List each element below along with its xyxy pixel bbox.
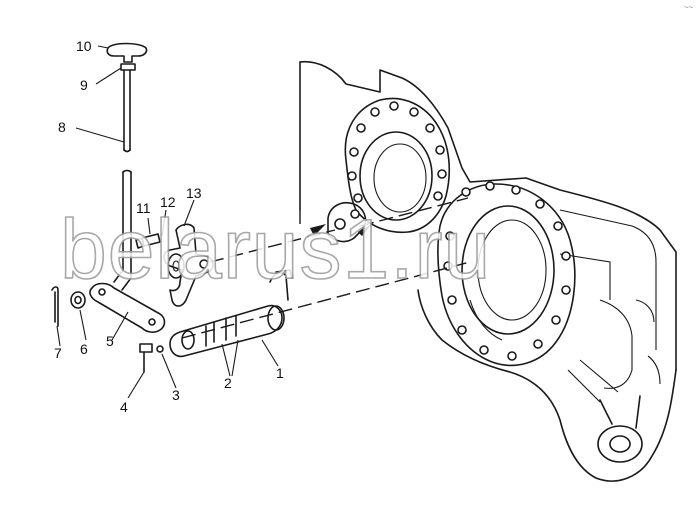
corner-mark: ~~	[684, 3, 694, 12]
callout-1: 1	[276, 365, 284, 381]
callout-12: 12	[160, 194, 176, 210]
callout-13: 13	[186, 185, 202, 201]
housing-bracket	[327, 202, 367, 243]
ball	[156, 345, 164, 353]
callout-8: 8	[58, 119, 66, 135]
upper-flange	[344, 97, 451, 234]
callout-3: 3	[172, 387, 180, 403]
callout-10: 10	[76, 38, 92, 54]
callout-labels: 10 9 8 11 12 13 5 6 7 4 3 2 1	[54, 38, 284, 415]
assembly-guide-lines	[181, 197, 471, 339]
callout-2: 2	[224, 375, 232, 391]
leader-lines	[56, 45, 279, 399]
washer	[70, 291, 86, 309]
callout-6: 6	[80, 341, 88, 357]
lower-flange	[437, 181, 576, 367]
shift-lever	[89, 282, 166, 333]
callout-11: 11	[136, 200, 151, 216]
selector-shaft	[169, 269, 293, 358]
watermark-text: belarus1.ru	[60, 202, 491, 296]
bolt	[139, 343, 153, 373]
callout-4: 4	[120, 399, 128, 415]
callout-7: 7	[54, 345, 62, 361]
callout-5: 5	[106, 333, 114, 349]
selector-fork	[135, 223, 214, 307]
gearbox-housing	[299, 60, 677, 482]
callout-9: 9	[80, 77, 88, 93]
cotter-pin	[51, 286, 59, 327]
control-rod	[106, 42, 148, 291]
